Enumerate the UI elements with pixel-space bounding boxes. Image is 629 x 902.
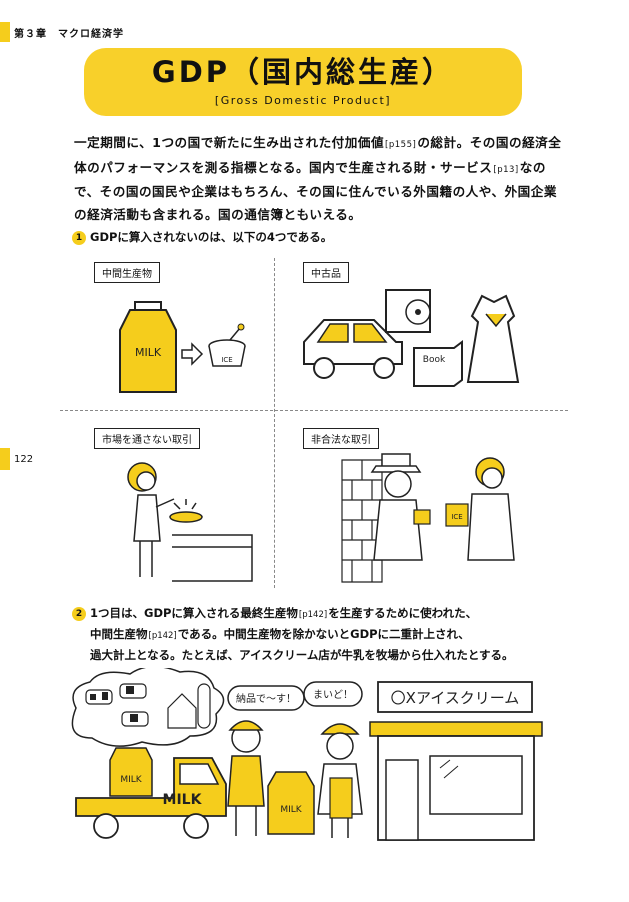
shop-sign-text: 〇Xアイスクリーム	[391, 689, 520, 707]
delivery-man-icon	[227, 720, 265, 836]
intro-text-2: の総計。その国の経済全体のパフォーマンスを測る指標となる。国内で生産される財・サ…	[74, 135, 562, 175]
page-number: 122	[0, 448, 33, 470]
ice-cream-shop-scene: MILK MILK 納品で〜す！ まいど！ MILK 〇Xアイスクリーム	[71, 668, 543, 841]
dress-icon	[466, 294, 520, 383]
panel-label-used: 中古品	[303, 262, 349, 283]
book-icon: Book	[413, 340, 463, 387]
chapter-tab	[0, 22, 10, 42]
panel-label-illegal: 非合法な取引	[303, 428, 379, 449]
shop-clerk-icon	[317, 723, 363, 838]
used-goods-illustration: Book	[303, 289, 520, 387]
milk-can-icon: MILK	[119, 301, 177, 393]
point-number: 1	[72, 231, 86, 245]
arrow-right-icon	[181, 342, 204, 366]
milk-truck-icon: MILK MILK	[75, 747, 227, 839]
intro-text-3: なので、その国の国民や企業はもちろん、その国に住んでいる外国籍の人や、外国企業の…	[74, 159, 557, 222]
ice-cream-shop-icon: 〇Xアイスクリーム	[369, 681, 543, 841]
chapter-header: 第３章 マクロ経済学	[0, 22, 124, 42]
panel-label-nonmarket: 市場を通さない取引	[94, 428, 200, 449]
man-in-hat-icon	[370, 453, 431, 561]
delivered-can-label: MILK	[280, 805, 302, 815]
point-1: 1 GDPに算入されないのは、以下の4つである。	[72, 228, 332, 247]
ice-cup-label: ICE	[221, 356, 232, 364]
page-number-tab	[0, 448, 10, 470]
point-2-text-3: 過大計上となる。たとえば、アイスクリーム店が牛乳を牧場から仕入れたとする。	[90, 648, 514, 662]
point-1-text: GDPに算入されないのは、以下の4つである。	[90, 230, 333, 244]
page-ref: [p155]	[385, 140, 417, 150]
man-with-glasses-icon: ICE	[445, 457, 515, 561]
milk-can-icon: MILK	[109, 747, 153, 797]
person-cooking-icon	[127, 462, 175, 577]
speech-thanks-text: まいど！	[313, 689, 353, 701]
kitchen-counter-icon	[172, 534, 253, 582]
page-ref: [p13]	[493, 164, 519, 175]
cooking-illustration	[127, 462, 253, 582]
page-number-label: 122	[14, 453, 34, 465]
point-2-text-2b: である。中間生産物を除かないとGDPに二重計上され、	[177, 627, 470, 641]
panel-label-intermediate: 中間生産物	[94, 262, 160, 283]
farm-cloud-icon	[71, 668, 225, 747]
point-2-text-1a: 1つ目は、GDPに算入される最終生産物	[90, 606, 298, 620]
barn-icon	[167, 683, 211, 729]
speech-delivery-text: 納品で〜す！	[236, 692, 296, 705]
ice-package-label: ICE	[451, 513, 462, 521]
frying-pan-icon	[169, 499, 203, 523]
title-box: GDP（国内総生産） [Gross Domestic Product]	[84, 48, 522, 116]
chapter-label: 第３章 マクロ経済学	[14, 28, 124, 40]
point-2-text-2a: 中間生産物	[90, 627, 148, 641]
cd-case-icon	[385, 289, 431, 333]
panel-divider-vertical	[274, 258, 275, 588]
milk-can-label: MILK	[135, 346, 162, 359]
panel-divider-horizontal	[60, 410, 568, 411]
intro-text-1: 一定期間に、1つの国で新たに生み出された付加価値	[74, 135, 385, 150]
speech-bubble-thanks: まいど！	[303, 681, 363, 707]
point-2-text-1b: を生産するために使われた、	[328, 606, 478, 620]
cow-icon	[85, 683, 149, 727]
milk-to-ice-illustration: MILK ICE	[119, 301, 246, 393]
truck-can-label: MILK	[120, 775, 142, 785]
brick-wall-icon	[341, 459, 383, 583]
page-ref: [p142]	[148, 631, 177, 641]
speech-bubble-delivery: 納品で〜す！	[227, 685, 305, 711]
illegal-trade-illustration: ICE	[341, 453, 515, 583]
point-number: 2	[72, 607, 86, 621]
truck-milk-label: MILK	[163, 792, 203, 808]
intro-paragraph: 一定期間に、1つの国で新たに生み出された付加価値[p155]の総計。その国の経済…	[74, 132, 568, 226]
ice-cream-cup-icon: ICE	[208, 323, 246, 367]
page-title: GDP（国内総生産）	[151, 55, 455, 89]
page-ref: [p142]	[298, 610, 328, 620]
milk-can-icon: MILK	[267, 771, 315, 835]
page-subtitle: [Gross Domestic Product]	[214, 94, 392, 107]
book-label: Book	[423, 355, 446, 365]
